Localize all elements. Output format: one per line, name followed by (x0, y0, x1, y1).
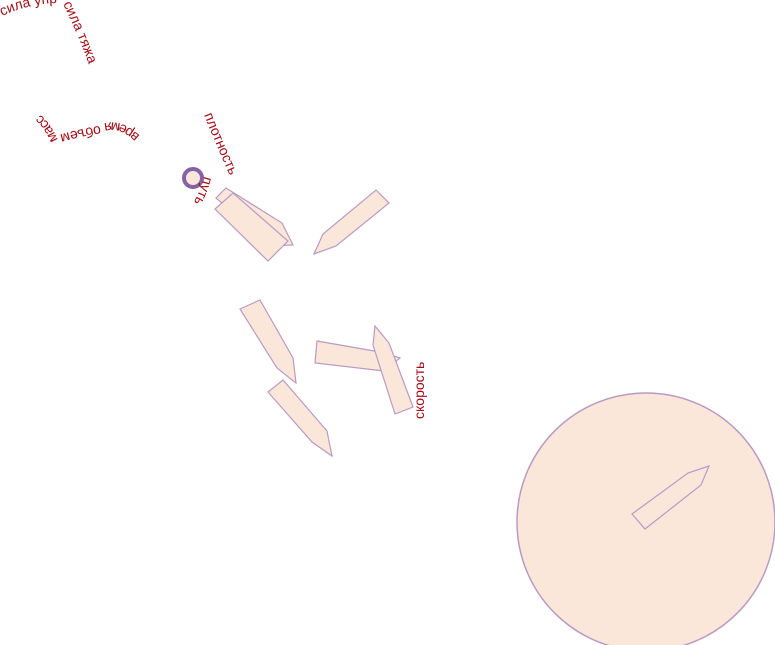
arrow-shape-in-circle (631, 465, 711, 530)
label-vremya: время (103, 119, 142, 145)
arrow-shape-7 (267, 379, 333, 458)
small-ring (182, 167, 204, 189)
arrow-shape-6 (372, 324, 414, 415)
arrow-shape-4 (239, 299, 297, 385)
label-obem: объем (59, 123, 102, 147)
label-sila-upr: сила упр (0, 0, 58, 19)
label-plotnost: плотность (201, 110, 242, 177)
arrow-shape-2 (214, 192, 289, 262)
label-massa: масса (0, 0, 61, 146)
label-skorost: скорость (411, 362, 427, 419)
label-sila-tyazh: сила тяжа (60, 0, 101, 66)
arrow-shape-3 (312, 189, 390, 256)
